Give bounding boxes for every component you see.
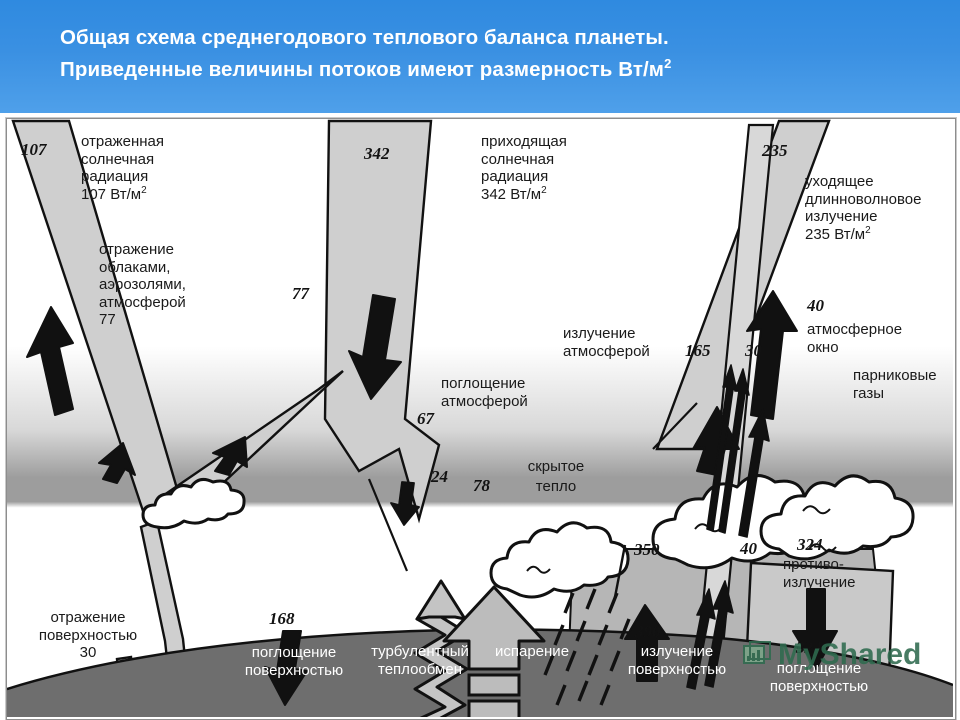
leader-line-165 — [652, 402, 698, 450]
arrow-cloud-emission-30-b — [718, 368, 750, 534]
value-cloud-reflection-77: 77 — [292, 284, 309, 303]
label-atmosphere-emission: излучение атмосферой — [563, 325, 650, 360]
label-surface-emission: излучение поверхностью — [627, 643, 727, 678]
header-text-block: Общая схема среднегодового теплового бал… — [60, 22, 920, 86]
label-evaporation: испарение — [495, 643, 570, 660]
header-line-2-superscript: 2 — [664, 56, 672, 72]
value-atmospheric-window-40: 40 — [807, 296, 824, 315]
label-absorbed-atmosphere: поглощение атмосферой — [441, 375, 528, 410]
arrow-absorbed-surface-168 — [264, 630, 308, 706]
label-back-radiation: противо- излучение — [783, 556, 856, 591]
label-surface-reflection: отражение поверхностью 30 — [38, 609, 138, 661]
latent-heat-cloud — [489, 521, 630, 599]
greenhouse-cloud-curl-2 — [802, 505, 831, 515]
value-surface-emission-350: 350 — [634, 540, 660, 559]
label-absorbed-surface: поглощение поверхностью — [244, 644, 344, 679]
latent-heat-cloud-curl — [526, 565, 551, 574]
label-back-radiation-absorbed: поглощение поверхностью — [769, 660, 869, 695]
label-outgoing-longwave-sup: 2 — [865, 224, 871, 236]
label-latent-heat: скрытое тепло — [527, 458, 585, 495]
evaporation-rung-2 — [467, 699, 521, 717]
greenhouse-cloud-curl-3 — [808, 543, 837, 553]
label-incoming-solar-sup: 2 — [541, 184, 547, 196]
value-turbulent-24: 24 — [431, 467, 448, 486]
label-turbulent-exchange: турбулентный теплообмен — [371, 643, 469, 678]
earth-surface-outline — [7, 628, 953, 691]
label-reflected-solar: отраженная солнечная радиация 107 Вт/м2 — [81, 133, 164, 203]
value-back-radiation-absorbed-324: 324 — [796, 638, 822, 657]
value-cloud-emission-30: 30 — [745, 341, 762, 360]
cloud-low-left — [141, 477, 246, 530]
turbulent-heat-arrowhead — [415, 579, 467, 621]
value-back-radiation-324: 324 — [797, 535, 823, 554]
label-reflected-solar-text: отраженная солнечная радиация 107 Вт/м — [81, 133, 164, 203]
arrow-atmospheric-window-40-lower-b — [686, 588, 716, 690]
arrow-surface-emission-350 — [624, 604, 670, 682]
leader-line-latent — [613, 544, 627, 598]
arrow-reflection-77-b — [98, 442, 136, 484]
label-atmospheric-window: атмосферное окно — [807, 321, 903, 356]
rain-strokes — [543, 588, 631, 706]
slide-header: Общая схема среднегодового теплового бал… — [0, 0, 960, 113]
value-outgoing-longwave-235: 235 — [762, 141, 788, 160]
value-absorbed-atmosphere-67: 67 — [417, 409, 434, 428]
evaporation-rung-1 — [467, 673, 521, 697]
label-reflected-solar-sup: 2 — [141, 184, 147, 196]
arrow-reflection-77-a — [212, 436, 248, 476]
header-line-2-text: Приведенные величины потоков имеют разме… — [60, 58, 665, 81]
leader-line-67 — [367, 478, 409, 572]
diagram-canvas — [7, 119, 953, 717]
label-outgoing-longwave: уходящее длинноволновое излучение 235 Вт… — [805, 173, 921, 243]
label-incoming-solar: приходящая солнечная радиация 342 Вт/м2 — [481, 133, 567, 203]
label-incoming-solar-text: приходящая солнечная радиация 342 Вт/м — [481, 133, 567, 203]
value-absorbed-surface-168: 168 — [269, 609, 295, 628]
value-latent-heat-78: 78 — [473, 476, 490, 495]
arrow-reflected-solar-107 — [26, 306, 74, 416]
energy-balance-diagram: 107 отраженная солнечная радиация 107 Вт… — [6, 118, 956, 720]
header-line-2: Приведенные величины потоков имеют разме… — [60, 54, 920, 86]
header-line-1: Общая схема среднегодового теплового бал… — [60, 26, 669, 49]
arrow-incoming-solar-342 — [348, 294, 402, 400]
label-outgoing-longwave-text: уходящее длинноволновое излучение 235 Вт… — [805, 173, 922, 243]
value-atmospheric-window-40-lower: 40 — [740, 539, 757, 558]
value-surface-emission-390: 390 — [635, 622, 661, 641]
arrow-back-radiation-324 — [792, 588, 838, 670]
value-atmosphere-emission-165: 165 — [685, 341, 711, 360]
value-incoming-solar-342: 342 — [364, 144, 390, 163]
label-greenhouse-gases: парниковые газы — [853, 367, 937, 402]
evaporation-arrow-head — [442, 585, 546, 671]
greenhouse-cloud-right — [759, 474, 915, 561]
value-reflected-solar-107: 107 — [21, 140, 47, 159]
arrow-absorbed-atmosphere-67 — [390, 481, 420, 526]
label-cloud-reflection: отражение облаками, аэрозолями, атмосфер… — [99, 241, 186, 328]
arrow-atmospheric-window-40-lower — [704, 580, 734, 688]
arrow-atmospheric-window-40 — [738, 408, 770, 538]
